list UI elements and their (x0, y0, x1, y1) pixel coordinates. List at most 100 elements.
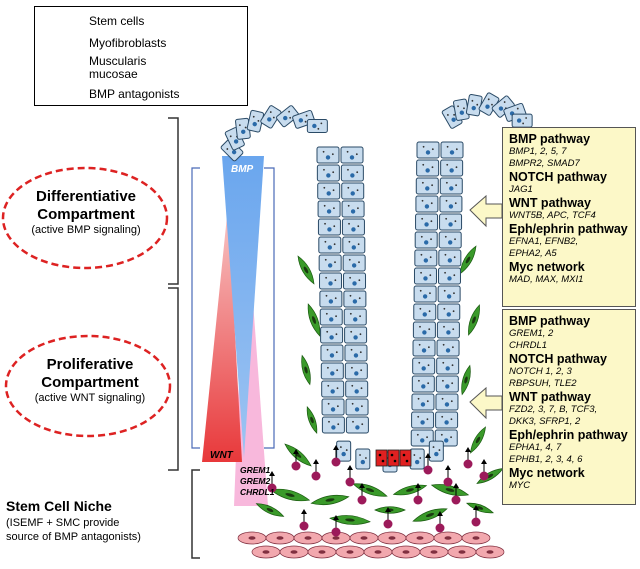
epithelial-cell (465, 94, 483, 117)
epithelial-cell (437, 303, 461, 321)
epithelial-cell-body (415, 213, 439, 231)
panel-heading: Myc network (509, 466, 585, 480)
epithelial-cell-body (306, 118, 328, 133)
epithelial-cell-body (276, 105, 300, 128)
epithelial-cell (410, 429, 434, 447)
niche-subtitle-1: (ISEMF + SMC provide (6, 517, 120, 529)
epithelial-granule (335, 333, 338, 336)
upper-panel-arrow (469, 194, 503, 228)
epithelial-cell (316, 164, 340, 182)
legend-label-line1: Muscularis (89, 54, 147, 68)
epithelial-granule (446, 163, 449, 166)
epithelial-cell-body (320, 362, 344, 380)
niche-bracket (191, 469, 200, 559)
epithelial-granule (361, 423, 364, 426)
bmp-antagonist (331, 527, 341, 537)
epithelial-granule (432, 446, 435, 448)
epithelial-cell (436, 357, 460, 375)
epithelial-granule (351, 366, 353, 369)
epithelial-granule (444, 253, 447, 256)
epithelial-cell-body (320, 344, 344, 362)
epithelial-cell-body (409, 448, 425, 470)
differentiative-subtitle: (active BMP signaling) (31, 224, 141, 236)
epithelial-nucleus (312, 123, 317, 129)
antagonist-gene-list: GREM1 GREM2 CHRDL1 (240, 465, 274, 498)
epithelial-nucleus (351, 227, 356, 232)
epithelial-granule (450, 418, 453, 421)
epithelial-granule (347, 204, 350, 207)
epithelial-nucleus (354, 407, 360, 412)
epithelial-cell (415, 177, 439, 195)
epithelial-cell (336, 440, 352, 462)
epithelial-nucleus (445, 348, 451, 353)
epithelial-cell (321, 380, 345, 398)
panel-genes: EPHA2, A5 (509, 248, 557, 259)
epithelial-cell-body (412, 321, 436, 339)
epithelial-cell-body (345, 416, 369, 434)
epithelial-cell-body (340, 164, 364, 182)
epithelial-cell-body (319, 308, 343, 326)
epithelial-granule (349, 312, 352, 315)
epithelial-cell-body (435, 411, 459, 429)
panel-genes: WNT5B, APC, TCF4 (509, 210, 596, 221)
epithelial-granule (451, 346, 454, 349)
epithelial-granule (421, 217, 424, 220)
epithelial-cell-body (341, 182, 365, 200)
epithelial-granule (455, 166, 458, 169)
epithelial-cell (411, 411, 435, 429)
epithelial-granule (336, 387, 339, 390)
myofibroblast-nucleus (325, 498, 335, 502)
epithelial-granule (419, 325, 421, 328)
muscularis-nucleus (332, 536, 340, 540)
epithelial-cell (321, 416, 345, 434)
epithelial-nucleus (349, 155, 355, 160)
epithelial-cell (439, 177, 463, 195)
epithelial-cell-body (440, 159, 464, 177)
epithelial-nucleus (252, 121, 257, 127)
epithelial-cell (342, 254, 366, 272)
epithelial-nucleus (328, 299, 334, 304)
epithelial-granule (446, 145, 449, 148)
antagonist-arrow-head (301, 509, 307, 514)
epithelial-granule (453, 274, 456, 277)
epithelial-cell (355, 448, 371, 470)
epithelial-granule (429, 274, 432, 277)
bmp-antagonist (383, 519, 393, 529)
epithelial-cell (411, 393, 435, 411)
epithelial-granule (426, 400, 429, 403)
epithelial-cell (320, 344, 344, 362)
antagonist-arrow-head (425, 453, 431, 458)
bmp-antagonist (331, 457, 341, 467)
epithelial-cell-body (318, 254, 342, 272)
muscularis-nucleus (318, 550, 326, 554)
antagonist-arrow-head (437, 511, 443, 516)
epithelial-nucleus (233, 139, 239, 144)
epithelial-granule (357, 207, 359, 210)
epithelial-cell-body (343, 272, 367, 290)
epithelial-cell-body (341, 200, 365, 218)
epithelial-cell (415, 195, 439, 213)
epithelial-nucleus (424, 240, 429, 245)
niche-subtitle: (ISEMF + SMC provide source of BMP antag… (6, 516, 196, 544)
epithelial-cell (415, 213, 439, 231)
epithelial-cell-body (436, 339, 460, 357)
epithelial-nucleus (360, 459, 366, 465)
epithelial-cell-body (416, 141, 440, 159)
epithelial-nucleus (354, 371, 359, 376)
panel-heading: Eph/ephrin pathway (509, 428, 628, 442)
epithelial-cell-body (428, 440, 444, 462)
legend-label: Myofibroblasts (89, 36, 167, 50)
epithelial-nucleus (422, 330, 427, 335)
epithelial-cell (341, 218, 365, 236)
epithelial-cell (345, 380, 369, 398)
epithelial-granule (419, 289, 422, 292)
epithelial-nucleus (424, 222, 429, 227)
epithelial-cell (344, 326, 368, 344)
epithelial-granule (471, 99, 474, 102)
epithelial-cell-body (439, 213, 463, 231)
epithelial-cell (343, 272, 367, 290)
epithelial-granule (503, 101, 506, 103)
panel-genes: GREM1, 2 (509, 328, 554, 339)
epithelial-cell (306, 118, 328, 133)
